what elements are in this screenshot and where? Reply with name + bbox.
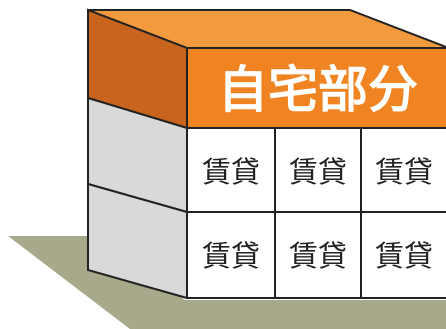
rental-unit [186, 127, 276, 213]
rental-unit-label: 賃貸 [202, 155, 260, 189]
rental-unit [360, 211, 446, 299]
rental-unit [274, 211, 362, 299]
rental-unit-label: 賃貸 [375, 239, 433, 273]
owner-residence-front [186, 47, 446, 129]
rental-unit-label: 賃貸 [289, 155, 347, 189]
rental-unit-label: 賃貸 [202, 239, 260, 273]
rental-unit [360, 127, 446, 213]
rental-unit-label: 賃貸 [289, 239, 347, 273]
owner-residence-label: 自宅部分 [218, 61, 418, 119]
rental-row-1: 賃貸 賃貸 賃貸 [186, 127, 446, 213]
rental-unit [186, 211, 276, 299]
rental-unit-label: 賃貸 [375, 155, 433, 189]
rental-row-2: 賃貸 賃貸 賃貸 [186, 211, 446, 299]
